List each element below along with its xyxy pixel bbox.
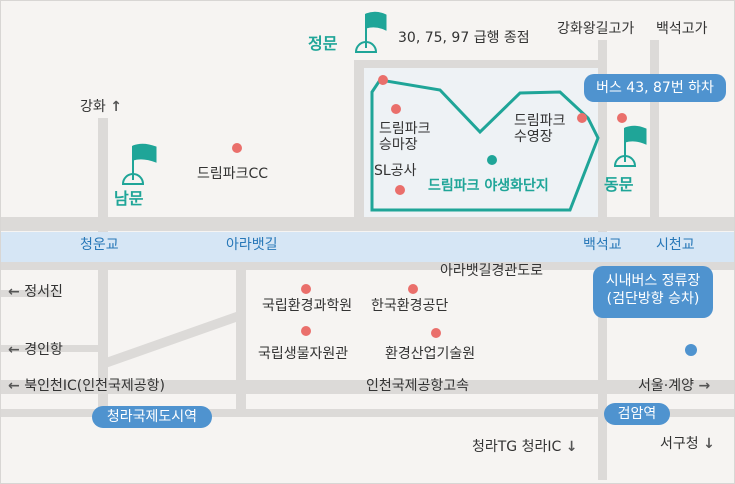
cheongna-station-pill: 청라국제도시역 — [92, 406, 212, 428]
south-gate-label: 남문 — [114, 189, 144, 208]
seogu-office-label: 서구청 ↓ — [660, 436, 715, 452]
arabaetgil-label: 아라뱃길 — [226, 237, 278, 253]
main-gate-label: 정문 — [308, 34, 338, 53]
bus-drop-badge: 버스 43, 87번 하차 — [584, 74, 726, 102]
arrow-left-icon: ← — [8, 284, 20, 300]
arrow-left-icon: ← — [8, 378, 20, 394]
seoseojin-label: ← 정서진 — [8, 284, 63, 300]
env-corp-label: 한국환경공단 — [371, 298, 449, 314]
dream-park-cc-label: 드림파크CC — [197, 166, 269, 182]
city-bus-badge: 시내버스 정류장 (검단방향 승차) — [593, 266, 713, 318]
baekseok-overpass-label: 백석고가 — [656, 21, 708, 37]
arrow-right-icon: → — [698, 378, 711, 394]
flag-icon — [613, 125, 647, 167]
gyeongin-port-label: ← 경인항 — [8, 342, 63, 358]
arabaet-road-label: 아라뱃길경관도로 — [440, 263, 544, 279]
bio-institute-label: 국립생물자원관 — [258, 346, 349, 362]
wildflower-park-label: 드림파크 야생화단지 — [428, 178, 549, 194]
arrow-down-icon: ↓ — [565, 439, 578, 455]
arabaet-river — [0, 232, 735, 262]
arrow-up-icon: ↑ — [110, 99, 122, 115]
arrow-down-icon: ↓ — [703, 436, 715, 452]
park-center-marker — [487, 155, 497, 165]
bus-stop-marker — [685, 344, 697, 356]
flag-icon — [354, 11, 387, 53]
riding-ground-label: 드림파크 승마장 — [379, 121, 431, 153]
env-industry-label: 환경산업기술원 — [385, 346, 476, 362]
arrow-left-icon: ← — [8, 342, 20, 358]
seoul-gyeyang-label: 서울·계양 → — [638, 378, 711, 394]
swimming-pool-label: 드림파크 수영장 — [514, 113, 566, 145]
ganghwa-label: 강화 ↑ — [80, 99, 122, 115]
flag-icon — [121, 143, 157, 185]
env-institute-label: 국립환경과학원 — [262, 298, 353, 314]
geomam-station-pill: 검암역 — [604, 403, 670, 425]
wildflower-park-outline — [370, 78, 600, 212]
express-bus-label: 30, 75, 97 급행 종점 — [398, 30, 530, 46]
baekseokgyo-label: 백석교 — [583, 237, 622, 253]
east-gate-label: 동문 — [604, 175, 634, 194]
north-incheon-ic-label: ← 북인천IC(인천국제공항) — [8, 378, 165, 394]
ganghwa-wanggil-label: 강화왕길고가 — [557, 21, 635, 37]
airport-expressway-label: 인천국제공항고속 — [366, 378, 470, 394]
place-markers — [232, 75, 627, 338]
cheongna-tg-label: 청라TG 청라IC ↓ — [472, 439, 578, 455]
sicheongyo-label: 시천교 — [656, 237, 695, 253]
sl-corp-label: SL공사 — [374, 163, 417, 179]
cheongungyo-label: 청운교 — [80, 237, 119, 253]
